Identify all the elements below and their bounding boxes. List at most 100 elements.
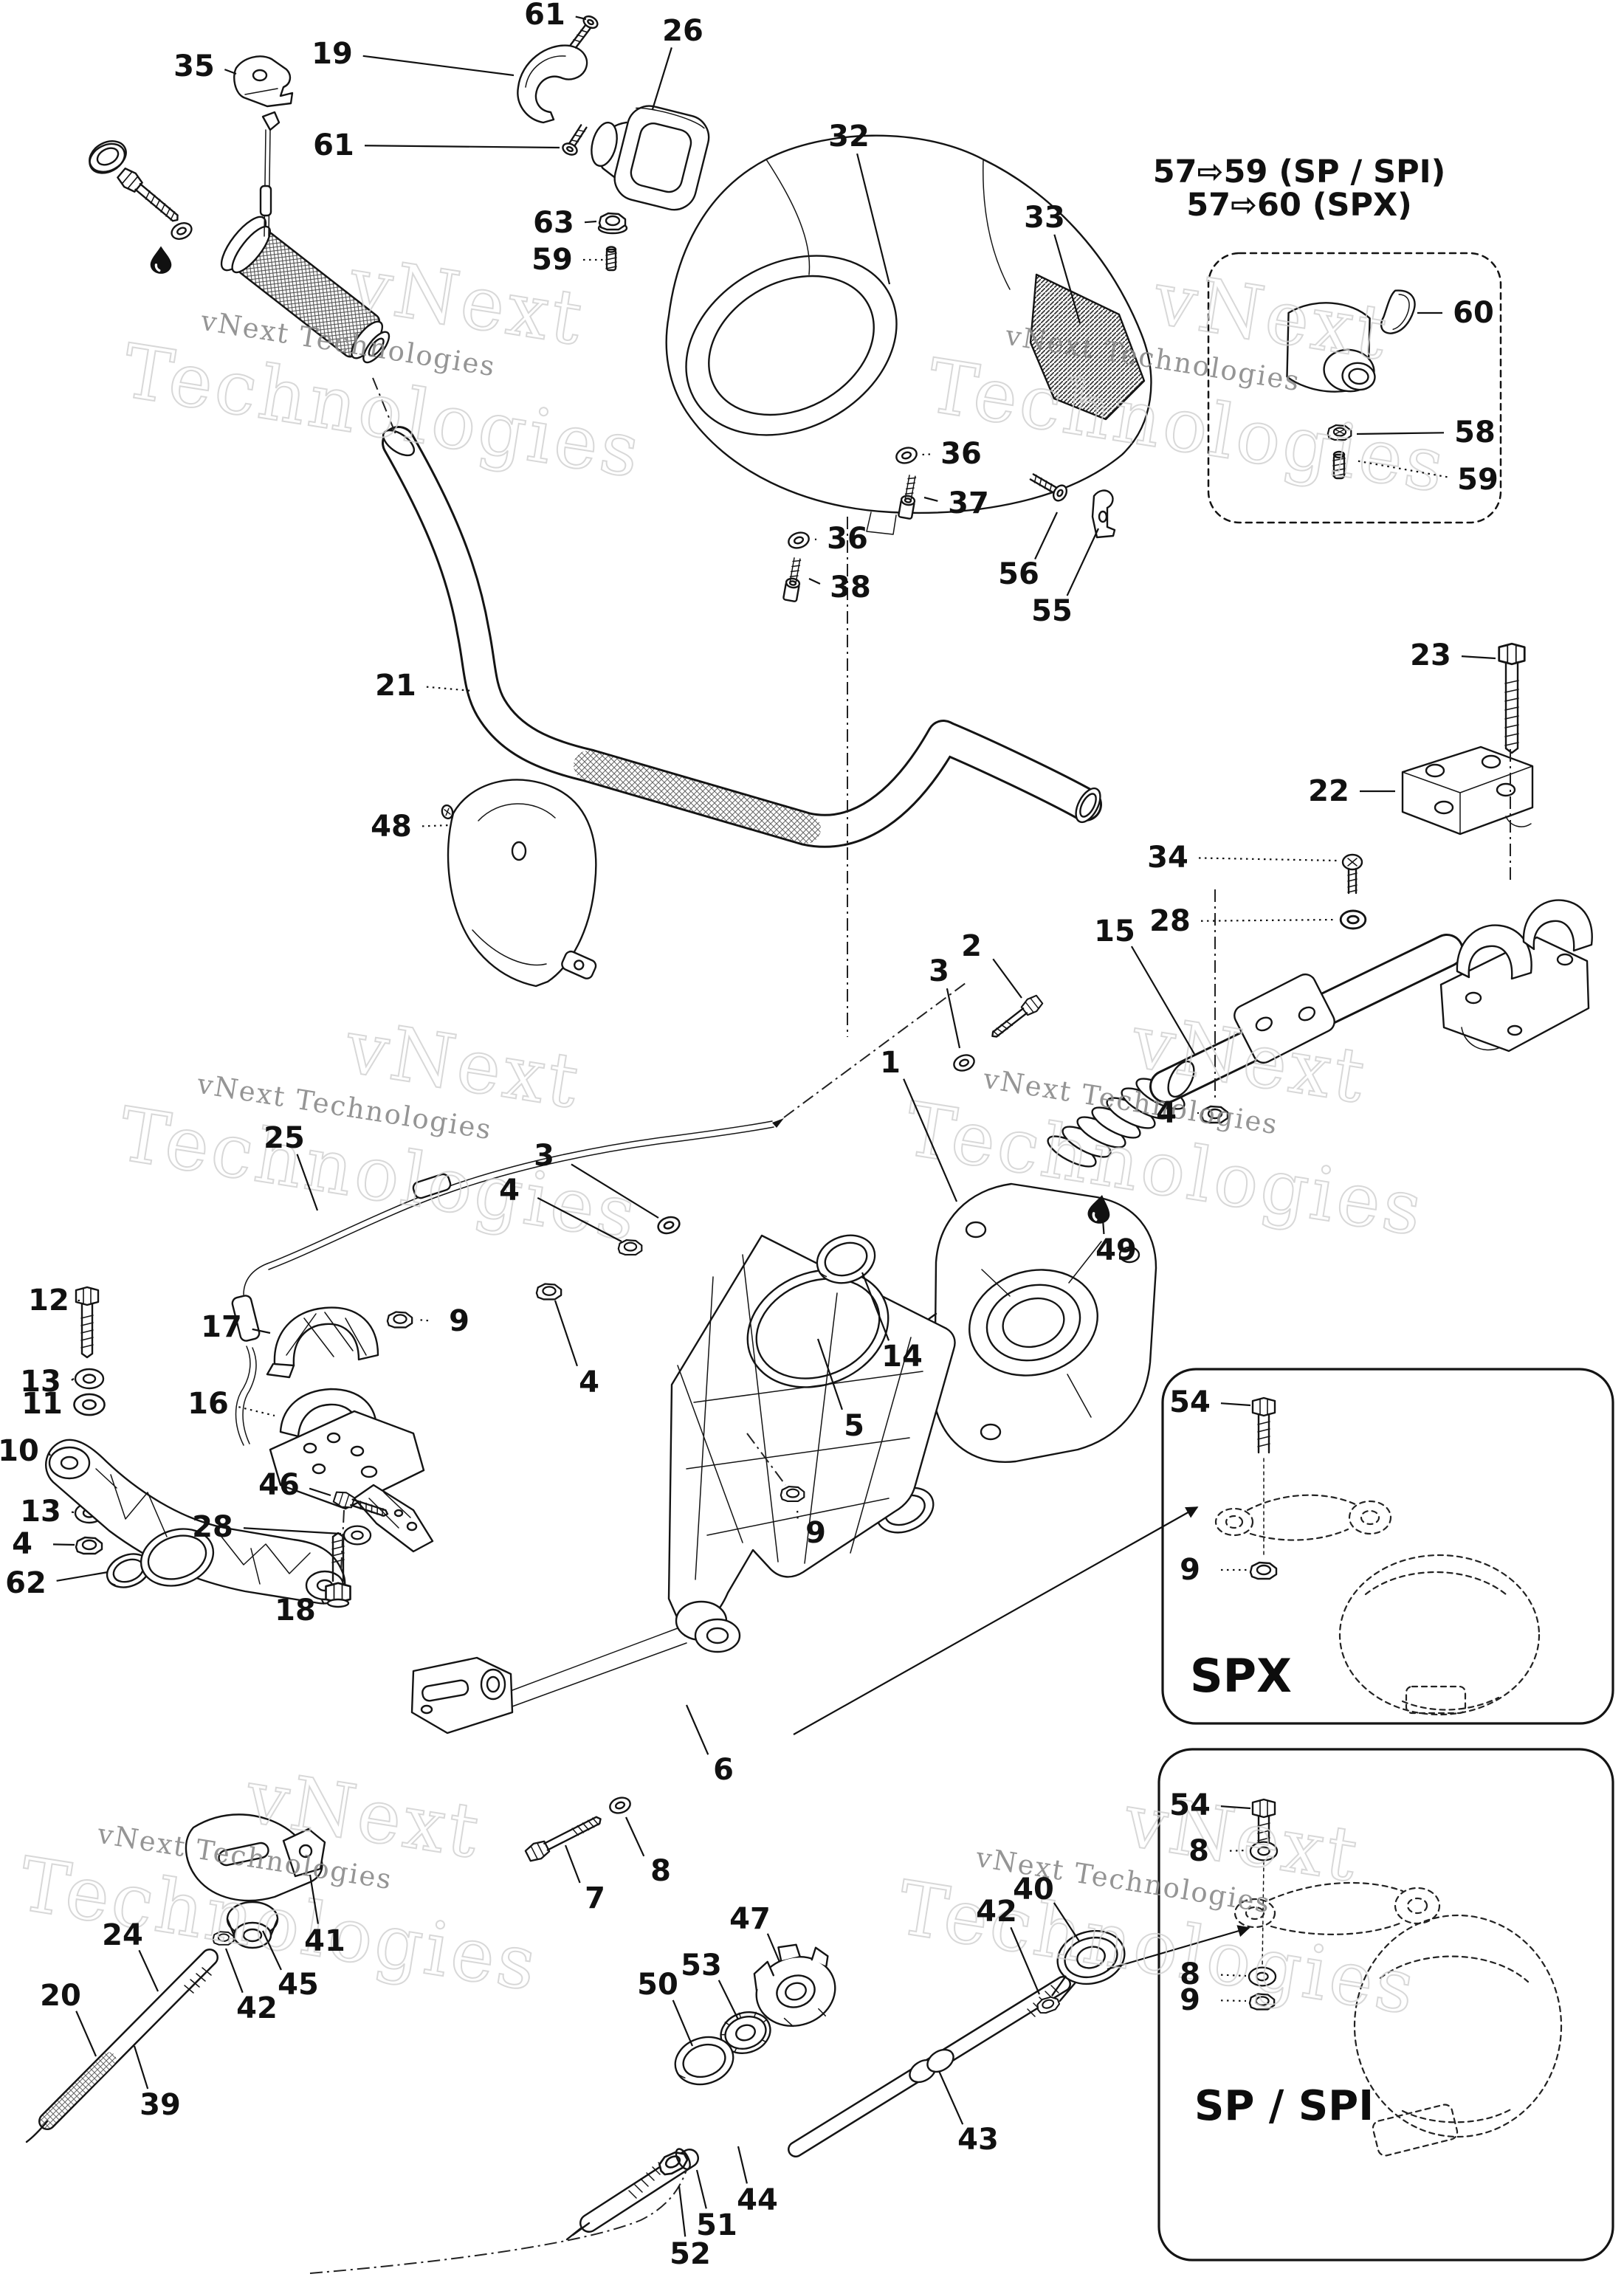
spx-variant-box — [1161, 1368, 1614, 1725]
leader-line-63 — [584, 220, 597, 224]
callout-16: 16 — [187, 1387, 229, 1421]
callout-9: 9 — [805, 1516, 826, 1550]
washer-36-lower — [785, 528, 812, 552]
bushing-45 — [226, 1901, 279, 1949]
ghost-arm-spx — [1214, 1494, 1541, 1716]
callout-53: 53 — [681, 1949, 722, 1983]
leader-line-42 — [1010, 1926, 1041, 1995]
column-plate — [1234, 973, 1335, 1064]
lubricant-drop-30-icon — [149, 244, 173, 275]
callout-43: 43 — [957, 2123, 999, 2157]
bolt-12 — [75, 1286, 100, 1359]
handlebar-21 — [382, 426, 1102, 848]
screw-on-48 — [441, 804, 454, 820]
leader-line-53 — [718, 1980, 739, 2020]
clamp-upper-17 — [266, 1306, 379, 1379]
screw-59-right — [1332, 450, 1346, 480]
coupler-47 — [753, 1943, 836, 2028]
leader-line-23 — [1461, 655, 1496, 660]
steering-boot-26 — [591, 105, 710, 211]
nut-58 — [1327, 424, 1352, 441]
leader-line-34 — [1198, 857, 1338, 862]
callout-61: 61 — [524, 0, 565, 32]
leader-line-15 — [1130, 945, 1195, 1055]
washer-11 — [73, 1393, 106, 1416]
cap-ring-31 — [89, 140, 127, 174]
callout-26: 26 — [662, 14, 703, 48]
variant-note-line2: 57⇨60 (SPX) — [1186, 187, 1412, 224]
leader-line-50 — [672, 1999, 694, 2047]
leader-line-18 — [321, 1599, 326, 1605]
callout-56: 56 — [998, 557, 1039, 591]
callout-15: 15 — [1094, 914, 1135, 948]
leader-line-17 — [252, 1328, 271, 1334]
leader-line-51 — [695, 2169, 707, 2209]
callout-9: 9 — [449, 1304, 469, 1338]
callout-7: 7 — [585, 1881, 605, 1915]
callout-59: 59 — [531, 243, 573, 277]
callout-14: 14 — [881, 1340, 923, 1374]
leader-line-13 — [71, 1378, 75, 1381]
callout-40: 40 — [1013, 1873, 1054, 1906]
nut-4-frame-lower — [535, 1283, 562, 1301]
callout-11: 11 — [21, 1387, 63, 1421]
callout-37: 37 — [948, 486, 989, 520]
leader-line-28 — [1200, 918, 1337, 922]
leader-line-54 — [1220, 1402, 1251, 1407]
washer-28-frame — [343, 1525, 372, 1546]
leader-line-37 — [923, 496, 938, 502]
nut-9-spx — [1249, 1561, 1278, 1580]
clamp-block-22 — [1401, 745, 1534, 836]
callout-46: 46 — [258, 1468, 300, 1502]
screw-56 — [1029, 473, 1068, 502]
leader-line-58 — [1356, 432, 1445, 435]
leader-line-54 — [1220, 1805, 1251, 1810]
leader-line-55 — [1066, 528, 1099, 596]
steering-arm-10 — [45, 1439, 346, 1605]
callout-10: 10 — [0, 1434, 39, 1468]
leader-line-32 — [856, 153, 891, 285]
callout-42: 42 — [976, 1895, 1017, 1929]
washer-3-frame — [655, 1213, 683, 1237]
callout-1: 1 — [880, 1046, 901, 1080]
callout-20: 20 — [40, 1979, 81, 2013]
callout-23: 23 — [1410, 638, 1451, 672]
nut-51 — [655, 2147, 691, 2179]
leader-line-5 — [816, 1338, 843, 1410]
bolt-7 — [523, 1816, 602, 1864]
leader-line-14 — [861, 1272, 890, 1341]
leader-line-26 — [651, 47, 672, 110]
callout-4: 4 — [12, 1527, 32, 1561]
callout-41: 41 — [304, 1924, 345, 1958]
leader-line-8 — [1220, 1974, 1247, 1977]
leader-line-16 — [238, 1406, 275, 1417]
callout-2: 2 — [961, 929, 982, 963]
nut-4-arm — [75, 1536, 103, 1555]
leader-line-3 — [571, 1163, 659, 1219]
screw-34 — [1341, 853, 1363, 895]
ghost-arm-spspi — [1234, 1881, 1563, 2157]
leader-line-9 — [1220, 1999, 1247, 2002]
callout-5: 5 — [844, 1409, 864, 1443]
callout-60: 60 — [1453, 296, 1494, 330]
protector-pad-48 — [441, 779, 597, 988]
nut-9-frame — [780, 1486, 805, 1502]
callout-3: 3 — [534, 1139, 554, 1173]
bolt-23 — [1498, 642, 1526, 754]
spx-label: SPX — [1190, 1649, 1292, 1703]
callout-28: 28 — [1149, 904, 1191, 938]
leader-line-45 — [262, 1930, 282, 1971]
leader-line-35 — [224, 69, 237, 75]
nut-9-clamp — [386, 1311, 413, 1329]
callout-3: 3 — [929, 954, 949, 988]
pad-33 — [1029, 273, 1146, 421]
leader-line-36 — [921, 453, 931, 456]
leader-line-28 — [243, 1527, 342, 1535]
leader-line-44 — [737, 2146, 748, 2184]
callout-6: 6 — [713, 1753, 734, 1787]
leader-line-47 — [766, 1933, 781, 1963]
callout-17: 17 — [201, 1310, 242, 1344]
leader-line-49 — [1101, 1219, 1105, 1235]
